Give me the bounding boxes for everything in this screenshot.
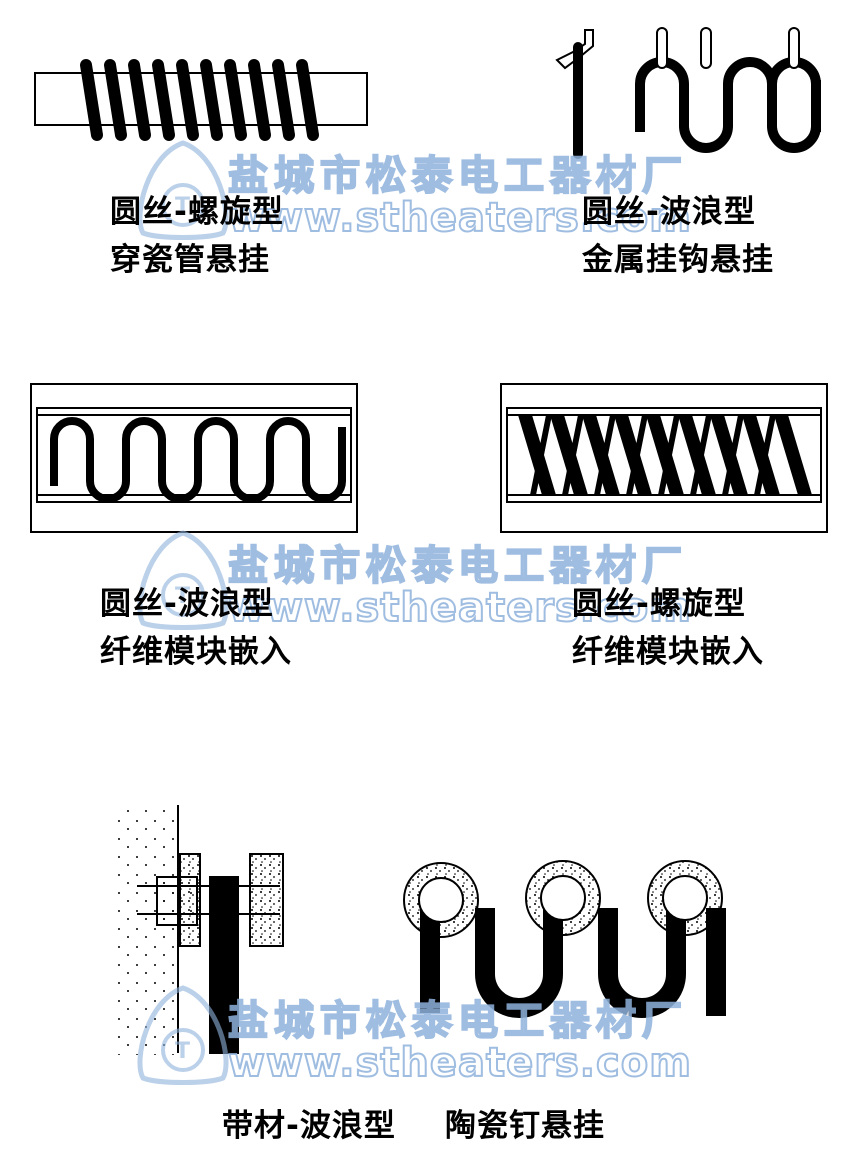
wall-mount-icon (115, 805, 284, 1055)
ceramic-pin-wave-icon (403, 860, 726, 1018)
panel-subtitle-middle-left: 纤维模块嵌入 (100, 634, 292, 670)
wall-mount-side-view-diagram (115, 800, 295, 1060)
panel-title-middle-left: 圆丝-波浪型 (100, 586, 274, 622)
panel-title-top-right: 圆丝-波浪型 (582, 194, 756, 230)
wave-wire-hooks-icon (555, 27, 821, 159)
panel-subtitle-top-right: 金属挂钩悬挂 (582, 242, 774, 278)
panel-title-bottom: 带材-波浪型 (222, 1108, 396, 1144)
panel-title-middle-right: 圆丝-螺旋型 (572, 586, 746, 622)
spiral-coil-fiber-module-diagram (500, 383, 830, 535)
spiral-module-icon (500, 383, 828, 533)
panel-subtitle-bottom: 陶瓷钉悬挂 (445, 1108, 605, 1144)
spiral-coil-icon (34, 59, 368, 141)
panel-title-top-left: 圆丝-螺旋型 (110, 194, 284, 230)
panel-subtitle-middle-right: 纤维模块嵌入 (572, 634, 764, 670)
ceramic-pin-wave-diagram (398, 848, 738, 1038)
watermark-url: www.stheaters.com (227, 1039, 692, 1087)
wave-wire-hooks-diagram (545, 22, 835, 162)
watermark-company: 盐城市松泰电工器材厂 (227, 542, 688, 590)
wave-wire-fiber-module-diagram (30, 383, 360, 535)
wave-wire-module-icon (30, 383, 358, 533)
panel-subtitle-top-left: 穿瓷管悬挂 (110, 242, 270, 278)
spiral-coil-tube-diagram (30, 55, 375, 145)
